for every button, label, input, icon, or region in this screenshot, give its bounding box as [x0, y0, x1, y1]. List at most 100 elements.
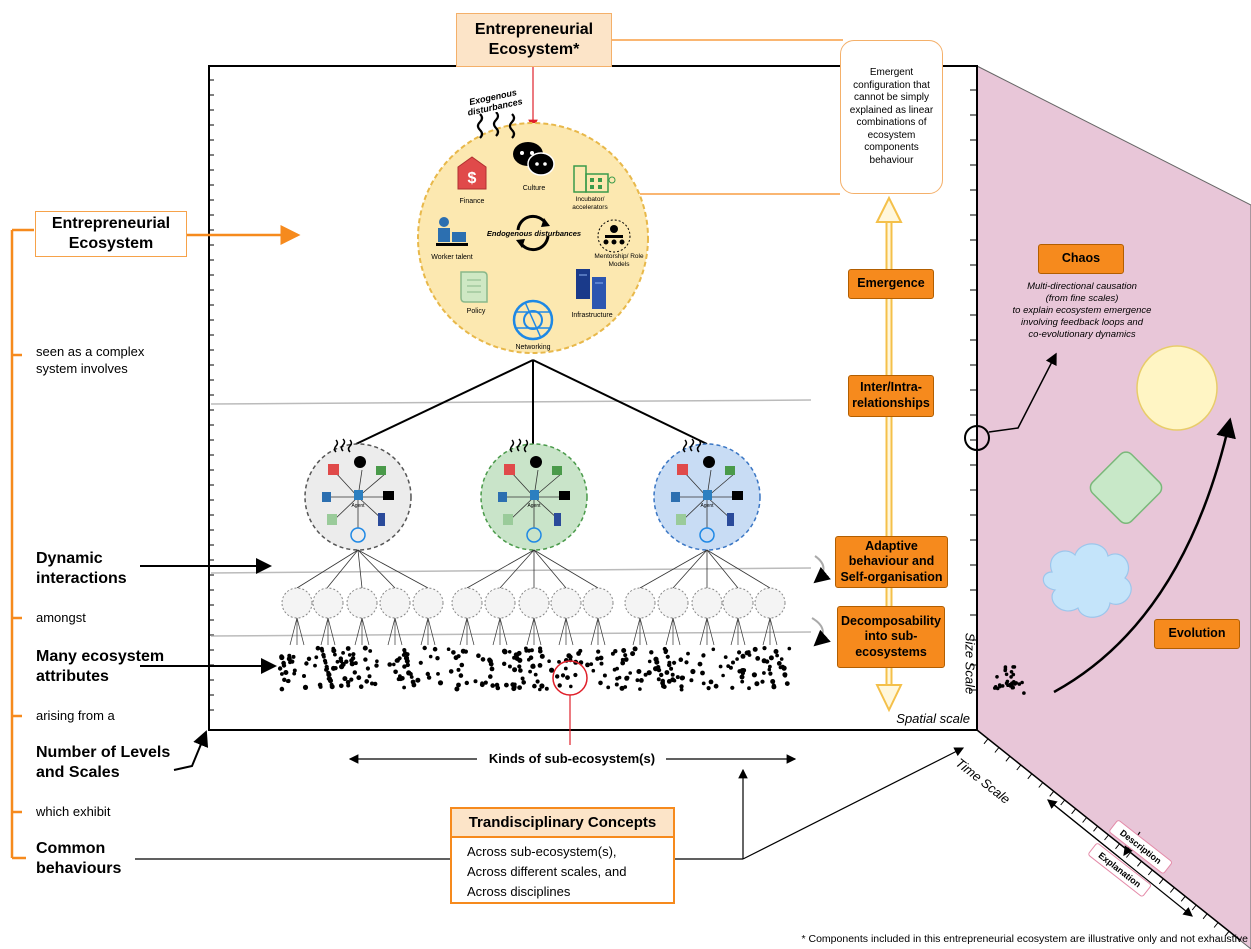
trandisciplinary-line-1: Across sub-ecosystem(s), — [467, 844, 617, 859]
attribute-dot — [279, 686, 285, 692]
attribute-dot — [737, 650, 742, 655]
attribute-dot — [418, 660, 423, 665]
attribute-dot — [341, 651, 345, 655]
mini-to-attribute-fans — [289, 617, 778, 646]
decomposability-box: Decomposability into sub-ecosystems — [837, 606, 945, 668]
attribute-dot — [615, 676, 619, 681]
attribute-dot — [684, 660, 689, 665]
attribute-dot — [573, 672, 578, 678]
attribute-dot — [518, 668, 523, 673]
svg-text:$: $ — [468, 170, 477, 187]
time-tick — [1071, 808, 1076, 815]
attribute-dot — [425, 671, 430, 677]
attribute-dot — [335, 659, 340, 664]
policy-icon — [460, 271, 488, 303]
emergent-note-text: Emergent configuration that cannot be si… — [849, 67, 934, 166]
evolution-dot — [1009, 675, 1013, 679]
trandisciplinary-line-2: Across different scales, and — [467, 864, 627, 879]
chaos-line-2: (from fine scales) — [1045, 293, 1119, 304]
attribute-dot — [679, 675, 685, 681]
attribute-dot — [459, 662, 465, 668]
attribute-dot — [302, 684, 309, 691]
attribute-dot — [752, 646, 758, 652]
decomposability-text: Decomposability into sub-ecosystems — [840, 613, 942, 659]
attribute-dot — [620, 660, 626, 666]
attribute-dot — [718, 664, 723, 669]
attribute-dot — [363, 657, 368, 662]
trandisciplinary-box: Trandisciplinary Concepts Across sub-eco… — [450, 807, 675, 904]
chaos-line-4: involving feedback loops and — [1020, 317, 1143, 328]
relationships-text: Inter/Intra-relationships — [852, 380, 930, 410]
attribute-dot — [315, 645, 321, 651]
attribute-dot — [643, 672, 648, 677]
left-title-text: Entrepreneurial Ecosystem — [51, 215, 171, 252]
attribute-dot — [531, 664, 536, 669]
component-worker-talent: Worker talent — [431, 254, 473, 261]
trandisciplinary-line-3: Across disciplines — [467, 884, 571, 899]
hierarchy-connectors — [355, 359, 708, 445]
attribute-dot — [538, 687, 542, 692]
time-tick — [1191, 904, 1197, 911]
attribute-dot — [396, 677, 401, 682]
attribute-dot — [690, 668, 696, 675]
attribute-dot — [521, 680, 526, 685]
spatial-scale-label: Spatial scale — [896, 711, 970, 726]
attribute-dot — [670, 672, 675, 677]
attribute-dot — [775, 653, 779, 658]
attribute-dot — [761, 658, 767, 664]
attribute-dot — [402, 664, 407, 669]
attribute-dot — [768, 664, 772, 669]
time-tick — [1049, 790, 1055, 797]
common-to-time — [742, 747, 965, 860]
attribute-dot — [517, 657, 523, 663]
attribute-dot — [623, 657, 629, 662]
culture-icon — [513, 142, 555, 176]
attribute-dot — [779, 657, 784, 661]
evolution-dot — [1009, 670, 1014, 674]
attribute-dot — [404, 658, 410, 664]
attribute-dot — [517, 664, 522, 669]
attribute-dot — [374, 663, 379, 668]
attribute-dot — [566, 653, 572, 659]
attribute-dot — [663, 649, 668, 655]
attribute-dot — [489, 666, 495, 672]
attribute-dot — [701, 681, 706, 686]
sub-disturbance-icon-grey — [333, 438, 353, 453]
evolution-dot — [1010, 685, 1015, 690]
infrastructure-icon — [576, 269, 606, 309]
attribute-dot — [667, 662, 672, 668]
attribute-dot — [563, 666, 568, 671]
finance-icon: $ — [457, 156, 487, 190]
attribute-dot — [731, 660, 735, 665]
top-ecosystem-label: Entrepreneurial Ecosystem* — [456, 13, 612, 67]
attribute-dot — [409, 675, 414, 679]
agent-label-blue: Agent — [700, 503, 714, 509]
attribute-dot — [735, 657, 739, 661]
attribute-dot — [479, 682, 485, 688]
attribute-dot — [547, 659, 551, 663]
time-double-arrow-back — [1047, 799, 1121, 859]
attribute-dot — [697, 661, 703, 667]
evolution-dot — [1003, 665, 1008, 669]
attribute-dot — [387, 662, 393, 667]
component-networking: Networking — [515, 344, 551, 351]
time-tick — [1180, 895, 1186, 902]
attribute-dot — [526, 648, 532, 653]
attribute-dot — [527, 657, 531, 662]
attribute-dot — [339, 658, 344, 664]
component-finance: Finance — [459, 198, 485, 205]
attribute-dot — [565, 675, 570, 680]
attribute-dot — [672, 678, 677, 683]
attribute-dot — [277, 666, 283, 671]
attribute-dot — [344, 659, 349, 664]
attribute-dot — [706, 686, 711, 691]
attribute-dot — [279, 654, 285, 661]
attribute-dot — [632, 646, 638, 652]
attribute-dot — [512, 667, 518, 673]
attribute-dot — [507, 664, 512, 669]
time-tick — [1202, 913, 1208, 920]
evolution-curve — [1053, 417, 1236, 694]
attribute-dot — [740, 653, 746, 659]
trandisciplinary-title-text: Trandisciplinary Concepts — [468, 814, 657, 831]
attribute-dot — [654, 659, 660, 665]
